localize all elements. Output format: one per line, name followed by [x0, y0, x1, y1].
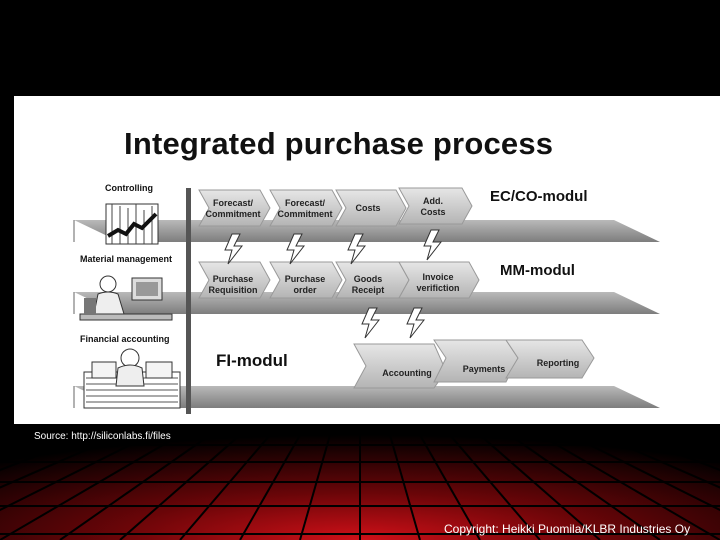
paperwork-icon: [83, 348, 181, 409]
module-label-mm: MM-modul: [500, 262, 575, 279]
step-box: [269, 261, 343, 299]
chart-icon: [105, 203, 159, 245]
diagram-image: Integrated purchase process Controlling …: [14, 96, 720, 424]
lightning-icon: [347, 233, 367, 265]
lightning-icon: [406, 307, 426, 339]
step-box: [398, 187, 473, 225]
office-worker-icon: [79, 275, 173, 321]
step-box: [505, 339, 595, 379]
step-accounting: Accounting: [382, 368, 432, 378]
step-costs: Costs: [355, 203, 381, 213]
step-forecast-commitment-1: Forecast/ Commitment: [205, 198, 261, 219]
step-goods-receipt: Goods Receipt: [351, 274, 385, 295]
step-forecast-commitment-2: Forecast/ Commitment: [277, 198, 333, 219]
module-label-ec-co: EC/CO-modul: [490, 188, 588, 205]
band-financial-accounting: [74, 386, 660, 408]
vertical-divider: [186, 188, 191, 414]
diagram-title: Integrated purchase process: [124, 126, 554, 161]
step-invoice-verification: Invoice verifiction: [416, 272, 460, 293]
step-box: [269, 189, 343, 227]
step-purchase-order: Purchase order: [284, 274, 326, 295]
step-box: [198, 261, 271, 299]
lightning-icon: [286, 233, 306, 265]
step-purchase-requisition: Purchase Requisition: [208, 274, 258, 295]
lightning-icon: [361, 307, 381, 339]
band-label-financial-accounting: Financial accounting: [80, 334, 170, 344]
step-box: [198, 189, 271, 227]
step-payments: Payments: [462, 364, 506, 374]
copyright-text: Copyright: Heikki Puomila/KLBR Industrie…: [444, 522, 691, 536]
step-reporting: Reporting: [536, 358, 580, 368]
step-box: [353, 343, 447, 389]
lightning-icon: [423, 229, 443, 261]
step-add-costs: Add. Costs: [420, 196, 446, 217]
step-box: [433, 339, 519, 383]
band-label-controlling: Controlling: [105, 183, 153, 193]
lightning-icon: [224, 233, 244, 265]
step-box: [398, 261, 480, 299]
band-label-material-management: Material management: [80, 254, 173, 264]
source-note: Source: http://siliconlabs.fi/files: [34, 431, 171, 442]
module-label-fi: FI-modul: [216, 351, 288, 370]
step-box: [335, 189, 407, 227]
